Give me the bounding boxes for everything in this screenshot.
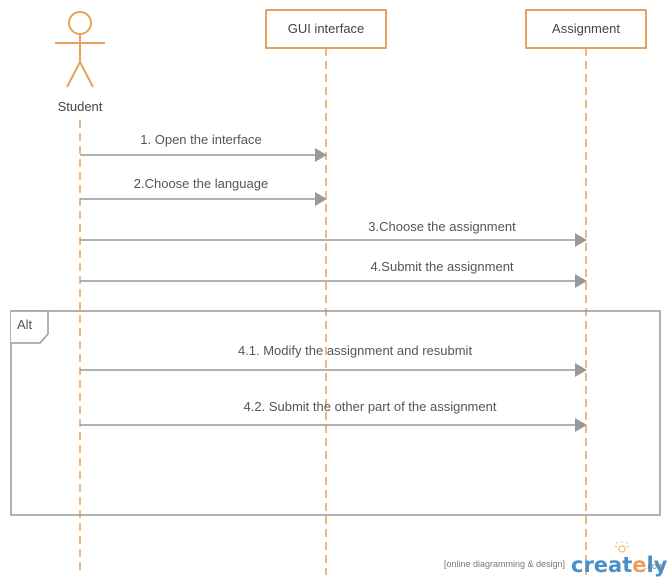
message-label: 3.Choose the assignment: [368, 219, 516, 234]
actor-leg-right: [79, 61, 94, 88]
message-label: 4.1. Modify the assignment and resubmit: [238, 343, 473, 358]
actor-student: Student: [55, 11, 105, 114]
alt-frame: [10, 310, 661, 516]
message-4: 4.Submit the assignment: [80, 259, 587, 288]
message-4-1: 4.1. Modify the assignment and resubmit: [80, 343, 587, 377]
message-label: 4.2. Submit the other part of the assign…: [244, 399, 497, 414]
participant-box: [525, 9, 647, 49]
message-label: 1. Open the interface: [140, 132, 261, 147]
message-3: 3.Choose the assignment: [80, 219, 587, 247]
participant-label: GUI interface: [288, 21, 365, 36]
message-4-2: 4.2. Submit the other part of the assign…: [80, 399, 587, 432]
actor-label: Student: [58, 99, 103, 114]
message-1: 1. Open the interface: [80, 132, 327, 162]
actor-leg-left: [66, 61, 81, 88]
alt-label: Alt: [17, 317, 33, 332]
alt-tab: [11, 310, 49, 344]
watermark-brand: creately: [571, 553, 668, 577]
message-label: 4.Submit the assignment: [370, 259, 513, 274]
actor-head: [68, 11, 92, 35]
watermark-tagline: [online diagramming & design]: [444, 559, 565, 569]
participant-gui-interface: GUI interface: [265, 9, 387, 49]
watermark-brand-suffix: .com: [645, 561, 665, 571]
message-2: 2.Choose the language: [80, 176, 327, 206]
participant-assignment: Assignment: [525, 9, 647, 49]
creately-watermark: [online diagramming & design] creately .…: [444, 541, 668, 577]
message-label: 2.Choose the language: [134, 176, 268, 191]
alt-fragment: Alt: [10, 310, 661, 516]
participant-box: [265, 9, 387, 49]
lightbulb-icon: [614, 541, 630, 553]
participant-label: Assignment: [552, 21, 620, 36]
